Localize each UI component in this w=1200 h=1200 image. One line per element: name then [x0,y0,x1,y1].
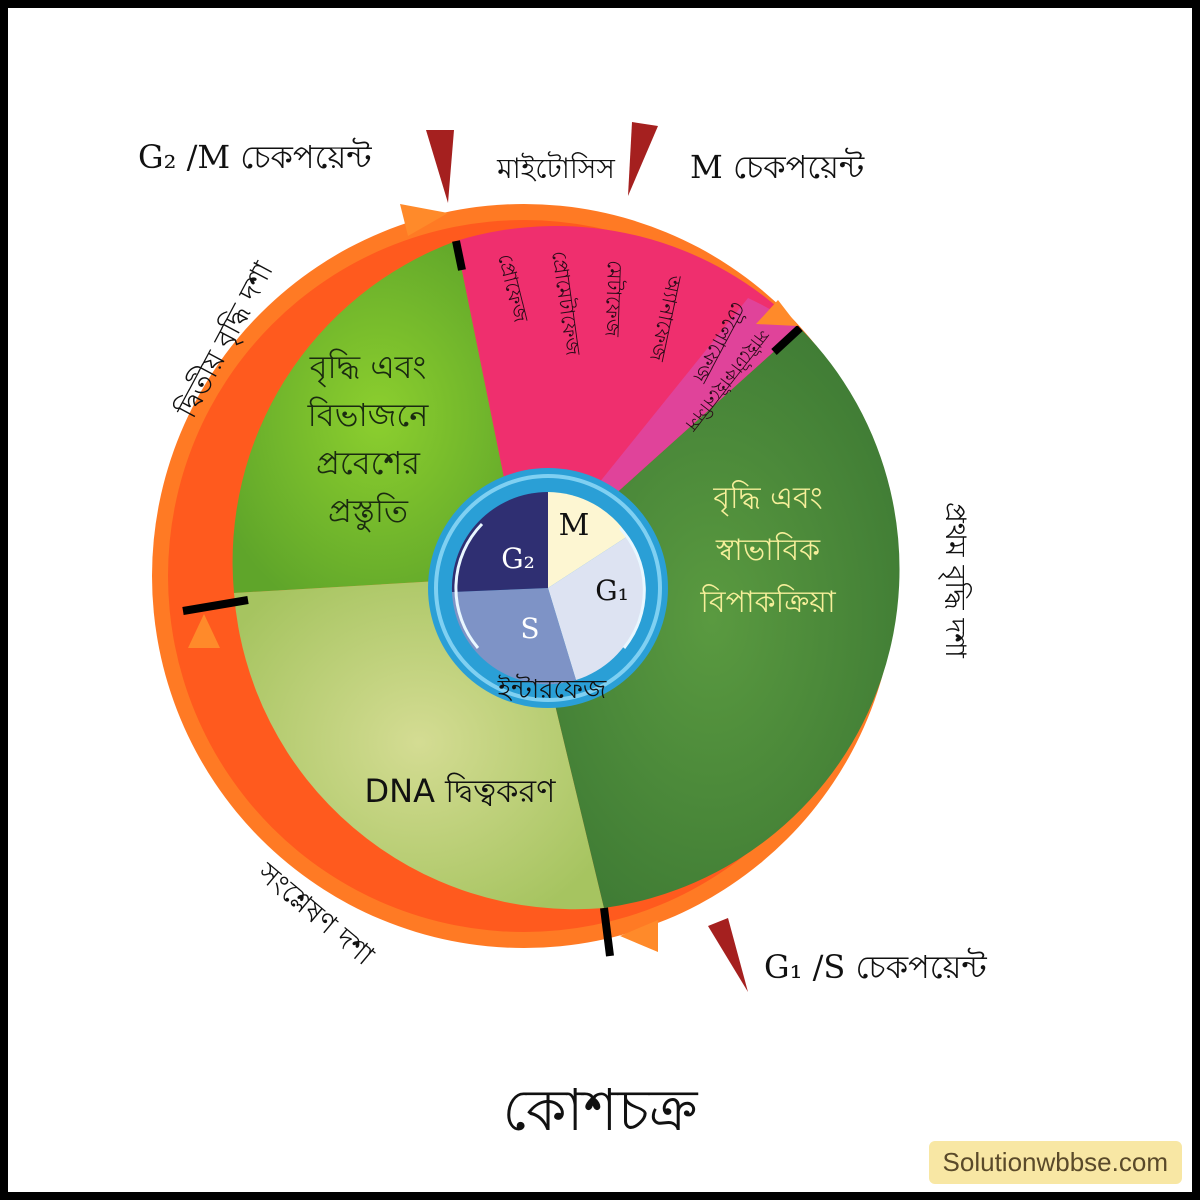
g2m-checkpoint-label: G₂ /M চেকপয়েন্ট [138,138,372,176]
mitosis-label: মাইটোসিস [496,151,615,185]
inner-g1-wedge [548,536,644,680]
figure-frame: M G₁ G₂ S ইন্টারফেজ বৃদ্ধি এবং বিভাজনে প… [8,8,1192,1192]
g1-line-2: স্বাভাবিক [715,532,821,568]
g2-line-1: বৃদ্ধি এবং [309,348,427,387]
inner-g2-wedge [451,491,548,592]
g1-line-3: বিপাকক্রিয়া [699,584,837,620]
inner-m-wedge [548,492,628,588]
m-checkpoint-marker [628,122,658,196]
ring-arrow-g2 [400,204,448,236]
figure-title: কোশচক্র [502,1076,698,1144]
inner-cycle-arrow-right [618,526,646,649]
stage-metaphase: মেটাফেজ [600,260,627,338]
g2-line-3: প্রবেশের [316,444,421,482]
g1s-checkpoint-marker [708,918,748,992]
g2-sector [232,241,524,593]
g2m-checkpoint-marker [426,130,454,203]
g2-line-2: বিভাজনে [307,396,430,434]
g1s-checkpoint-label: G₁ /S চেকপয়েন্ট [764,948,988,986]
g1-line-1: বৃদ্ধি এবং [712,480,822,517]
g2-line-4: প্রস্তুতি [328,492,409,532]
g1-phase-label: প্রথম বৃদ্ধি দশা [938,502,972,659]
g2-sector-text: বৃদ্ধি এবং বিভাজনে প্রবেশের প্রস্তুতি [307,348,430,532]
ring-arrow-g1 [620,920,658,952]
g1-sector [524,328,900,908]
m-checkpoint-label: M চেকপয়েন্ট [690,148,865,186]
inner-g1-label: G₁ [595,574,629,607]
g1-sector-text: বৃদ্ধি এবং স্বাভাবিক বিপাকক্রিয়া [699,480,837,620]
inner-s-label: S [520,612,539,645]
inner-cycle-arrow-left [454,522,484,649]
cell-cycle-diagram: M G₁ G₂ S ইন্টারফেজ বৃদ্ধি এবং বিভাজনে প… [138,122,988,992]
ring-arrow-m [756,300,798,326]
boundary-m-g1 [771,325,803,355]
inner-m-label: M [559,508,590,543]
boundary-s-g2 [182,596,249,615]
s-sector-text: DNA দ্বিত্বকরণ [365,772,557,810]
boundary-g1-s [600,907,614,957]
interphase-ring-edge [434,474,662,702]
inner-s-wedge [452,588,576,685]
inner-g2-label: G₂ [501,542,535,575]
ring-arrow-s [188,614,220,648]
watermark-badge: Solutionwbbse.com [928,1141,1182,1184]
interphase-label: ইন্টারফেজ [497,673,607,705]
boundary-g2-m [452,240,466,271]
